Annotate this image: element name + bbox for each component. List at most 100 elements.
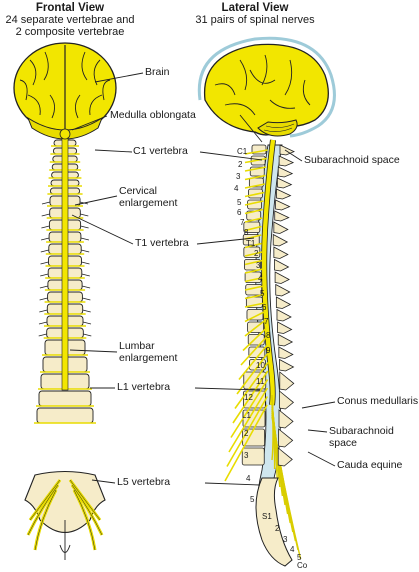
lateral-spinous-process xyxy=(279,371,295,391)
lateral-spinous-process xyxy=(272,233,289,247)
lateral-spinous-process xyxy=(278,428,294,448)
lateral-spinous-process xyxy=(277,166,294,178)
nerve-c6: 6 xyxy=(237,208,242,217)
lateral-spinous-process xyxy=(274,210,290,222)
nerve-c2: 2 xyxy=(238,160,243,169)
nerve-s4: 4 xyxy=(290,545,295,554)
label-l1-vertebra: L1 vertebra xyxy=(117,381,171,393)
lateral-title: Lateral View xyxy=(221,2,289,14)
nerve-root xyxy=(244,319,266,337)
lateral-spinous-process xyxy=(277,333,294,347)
lateral-spinous-process xyxy=(277,447,293,467)
nerve-t2: 2 xyxy=(254,249,259,258)
label-lumbar-enlargement: Lumbar enlargement xyxy=(119,340,177,364)
nerve-root xyxy=(230,379,269,438)
label-lumbar-line1: Lumbar xyxy=(119,340,155,352)
label-cervical-line1: Cervical xyxy=(119,185,157,197)
lateral-spinous-process xyxy=(275,199,291,211)
nerve-root xyxy=(244,200,264,206)
lateral-spinous-process xyxy=(273,221,289,234)
nerve-s3: 3 xyxy=(283,535,288,544)
nerve-t4: 4 xyxy=(258,274,263,283)
nerve-c8: 8 xyxy=(244,228,249,237)
label-conus-medullaris: Conus medullaris xyxy=(337,395,419,407)
nerve-l1: L1 xyxy=(242,411,251,420)
nerve-t6: 6 xyxy=(262,303,267,312)
nerve-c5: 5 xyxy=(237,198,242,207)
nerve-l2: 2 xyxy=(244,429,249,438)
nerve-root xyxy=(240,336,267,366)
frontal-vertebra xyxy=(34,407,96,424)
label-medulla-oblongata: Medulla oblongata xyxy=(110,109,196,121)
label-c1-vertebra: C1 vertebra xyxy=(133,145,188,157)
nerve-l5: 5 xyxy=(250,495,255,504)
lateral-spinous-process xyxy=(278,409,294,429)
label-subarachnoid-line2: space xyxy=(329,437,358,449)
nerve-l4: 4 xyxy=(246,474,251,483)
leader-lines xyxy=(69,72,336,486)
lateral-brain xyxy=(197,36,336,138)
lateral-spinous-process xyxy=(279,144,295,156)
label-t1-vertebra: T1 vertebra xyxy=(135,237,189,249)
nerve-t11: 11 xyxy=(256,377,265,386)
nerve-root xyxy=(244,157,268,164)
lateral-header: Lateral View 31 pairs of spinal nerves xyxy=(185,2,325,26)
nerve-c4: 4 xyxy=(234,184,239,193)
nerve-root xyxy=(244,259,263,266)
label-cervical-enlargement: Cervical enlargement xyxy=(119,185,177,209)
label-cauda-equine: Cauda equine xyxy=(337,459,403,471)
nerve-root xyxy=(244,302,265,308)
lateral-spinous-process xyxy=(276,188,292,200)
nerve-root xyxy=(244,293,265,300)
lateral-vertebral-body xyxy=(246,309,264,321)
lateral-spinous-process xyxy=(274,258,290,272)
nerve-t1: T1 xyxy=(246,239,256,248)
lateral-spinous-process xyxy=(275,283,291,297)
lateral-spinous-process xyxy=(278,155,295,167)
frontal-subtitle-1: 24 separate vertebrae and xyxy=(5,14,135,26)
nerve-root xyxy=(226,396,268,467)
nerve-root xyxy=(244,174,266,181)
lateral-spinous-process xyxy=(276,177,293,189)
nerve-root xyxy=(224,404,268,482)
lateral-spinous-process xyxy=(279,358,295,372)
nerve-root xyxy=(244,276,264,283)
nerve-root xyxy=(242,327,267,352)
frontal-vertebra xyxy=(36,390,94,407)
nerve-t3: 3 xyxy=(256,261,261,270)
nerve-root xyxy=(244,268,264,274)
nerve-t7: 7 xyxy=(264,317,269,326)
nerve-root xyxy=(244,310,266,323)
label-l5-vertebra: L5 vertebra xyxy=(117,476,171,488)
nerve-s2: 2 xyxy=(275,524,280,533)
nerve-c3: 3 xyxy=(236,172,241,181)
nerve-t10: 10 xyxy=(256,361,265,370)
nerve-c1: C1 xyxy=(237,147,248,156)
nerve-root xyxy=(236,353,268,395)
frontal-header: Frontal View 24 separate vertebrae and 2… xyxy=(0,2,140,38)
nerve-root xyxy=(244,251,263,257)
lateral-spinous-process xyxy=(274,271,290,284)
label-cervical-line2: enlargement xyxy=(119,197,178,209)
nerve-t8: 8 xyxy=(266,331,271,340)
frontal-subtitle-2: 2 composite vertebrae xyxy=(15,26,125,38)
nerve-t9: 9 xyxy=(266,346,271,355)
label-lumbar-line2: enlargement xyxy=(119,352,178,364)
lateral-vertebral-body xyxy=(241,447,265,466)
frontal-spine xyxy=(24,128,106,560)
nerve-s1: S1 xyxy=(262,512,272,521)
nerve-root xyxy=(238,344,268,381)
nerve-root xyxy=(244,191,265,198)
frontal-brain xyxy=(13,42,117,140)
nerve-root xyxy=(244,149,268,155)
nerve-c7: 7 xyxy=(240,218,245,227)
nerve-root xyxy=(244,208,264,215)
nerve-root xyxy=(244,225,262,232)
nerve-t5: 5 xyxy=(260,289,265,298)
cauda-fiber xyxy=(271,416,302,560)
nerve-root xyxy=(244,217,263,223)
lateral-spinous-process xyxy=(275,296,292,309)
nerve-root xyxy=(232,370,269,424)
